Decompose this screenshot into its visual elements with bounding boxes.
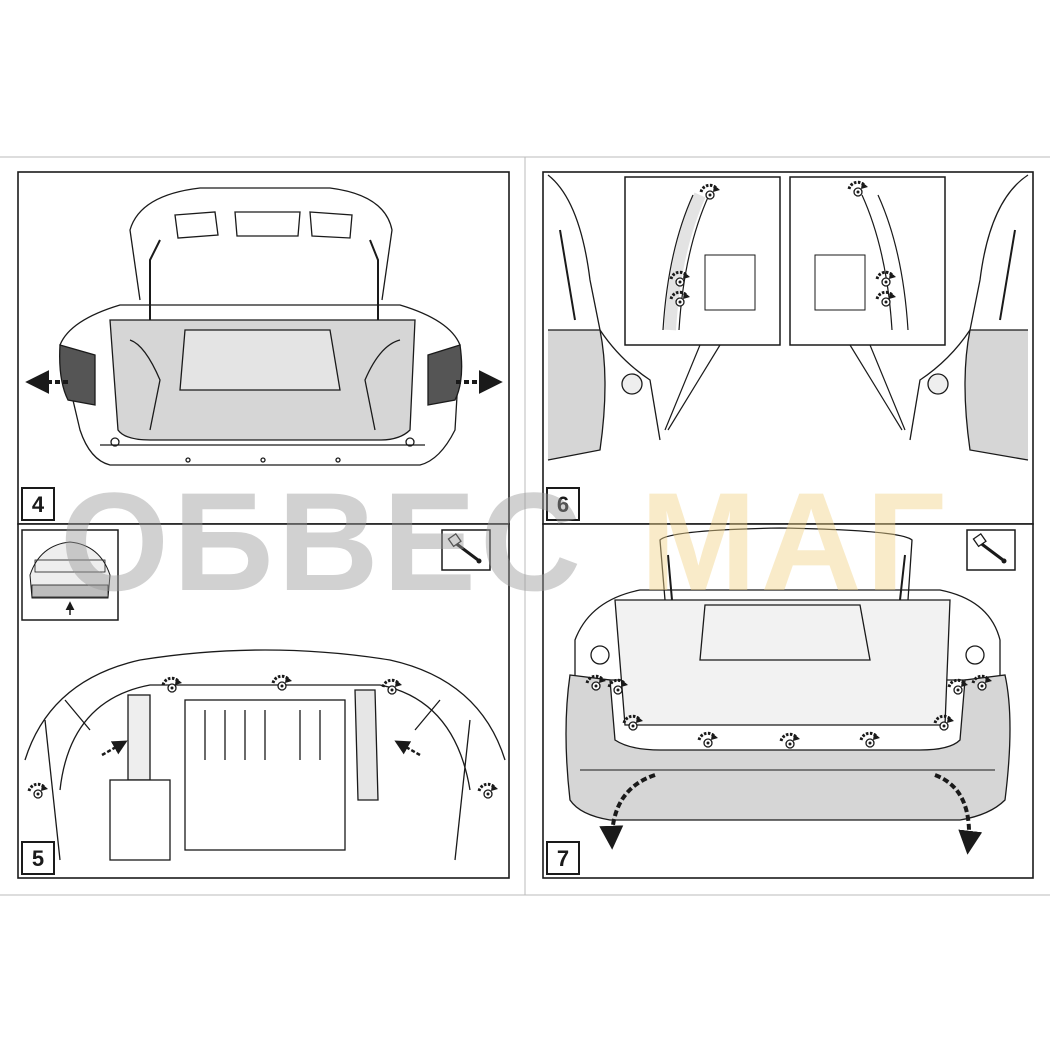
pull-arrow-icon [599,773,656,850]
step-badge [21,487,55,521]
panel-7: 7 [542,523,1034,879]
socket-wrench-icon [965,528,1017,572]
step-number: 7 [557,846,569,871]
step-number: 5 [32,846,44,871]
car-rear-thumbnail [21,529,119,621]
panel-6: 6 [542,171,1034,525]
step-badge [21,841,55,875]
panel-5: 5 [17,523,510,879]
pull-arrow-icon [101,740,128,757]
zoom-inset-right [789,176,946,431]
panel-4: 4 [17,171,510,525]
right-taillight-shape [427,344,463,406]
pull-arrow-icon [934,773,983,855]
left-taillight-shape [59,344,96,406]
step-number: 4 [32,492,45,517]
panel-6-drawing [547,174,1029,461]
rear-bumper-shape [565,674,1011,821]
panel-5-drawing [24,649,506,861]
pull-arrow-icon [394,740,421,757]
zoom-inset-left [624,176,781,431]
step-number: 6 [557,492,569,517]
step-badge [546,841,580,875]
step-badge [546,487,580,521]
watermark: ОБВЕС МАГ [60,463,949,620]
watermark-part2: МАГ [640,463,949,620]
watermark-part1: ОБВЕС [60,463,585,620]
